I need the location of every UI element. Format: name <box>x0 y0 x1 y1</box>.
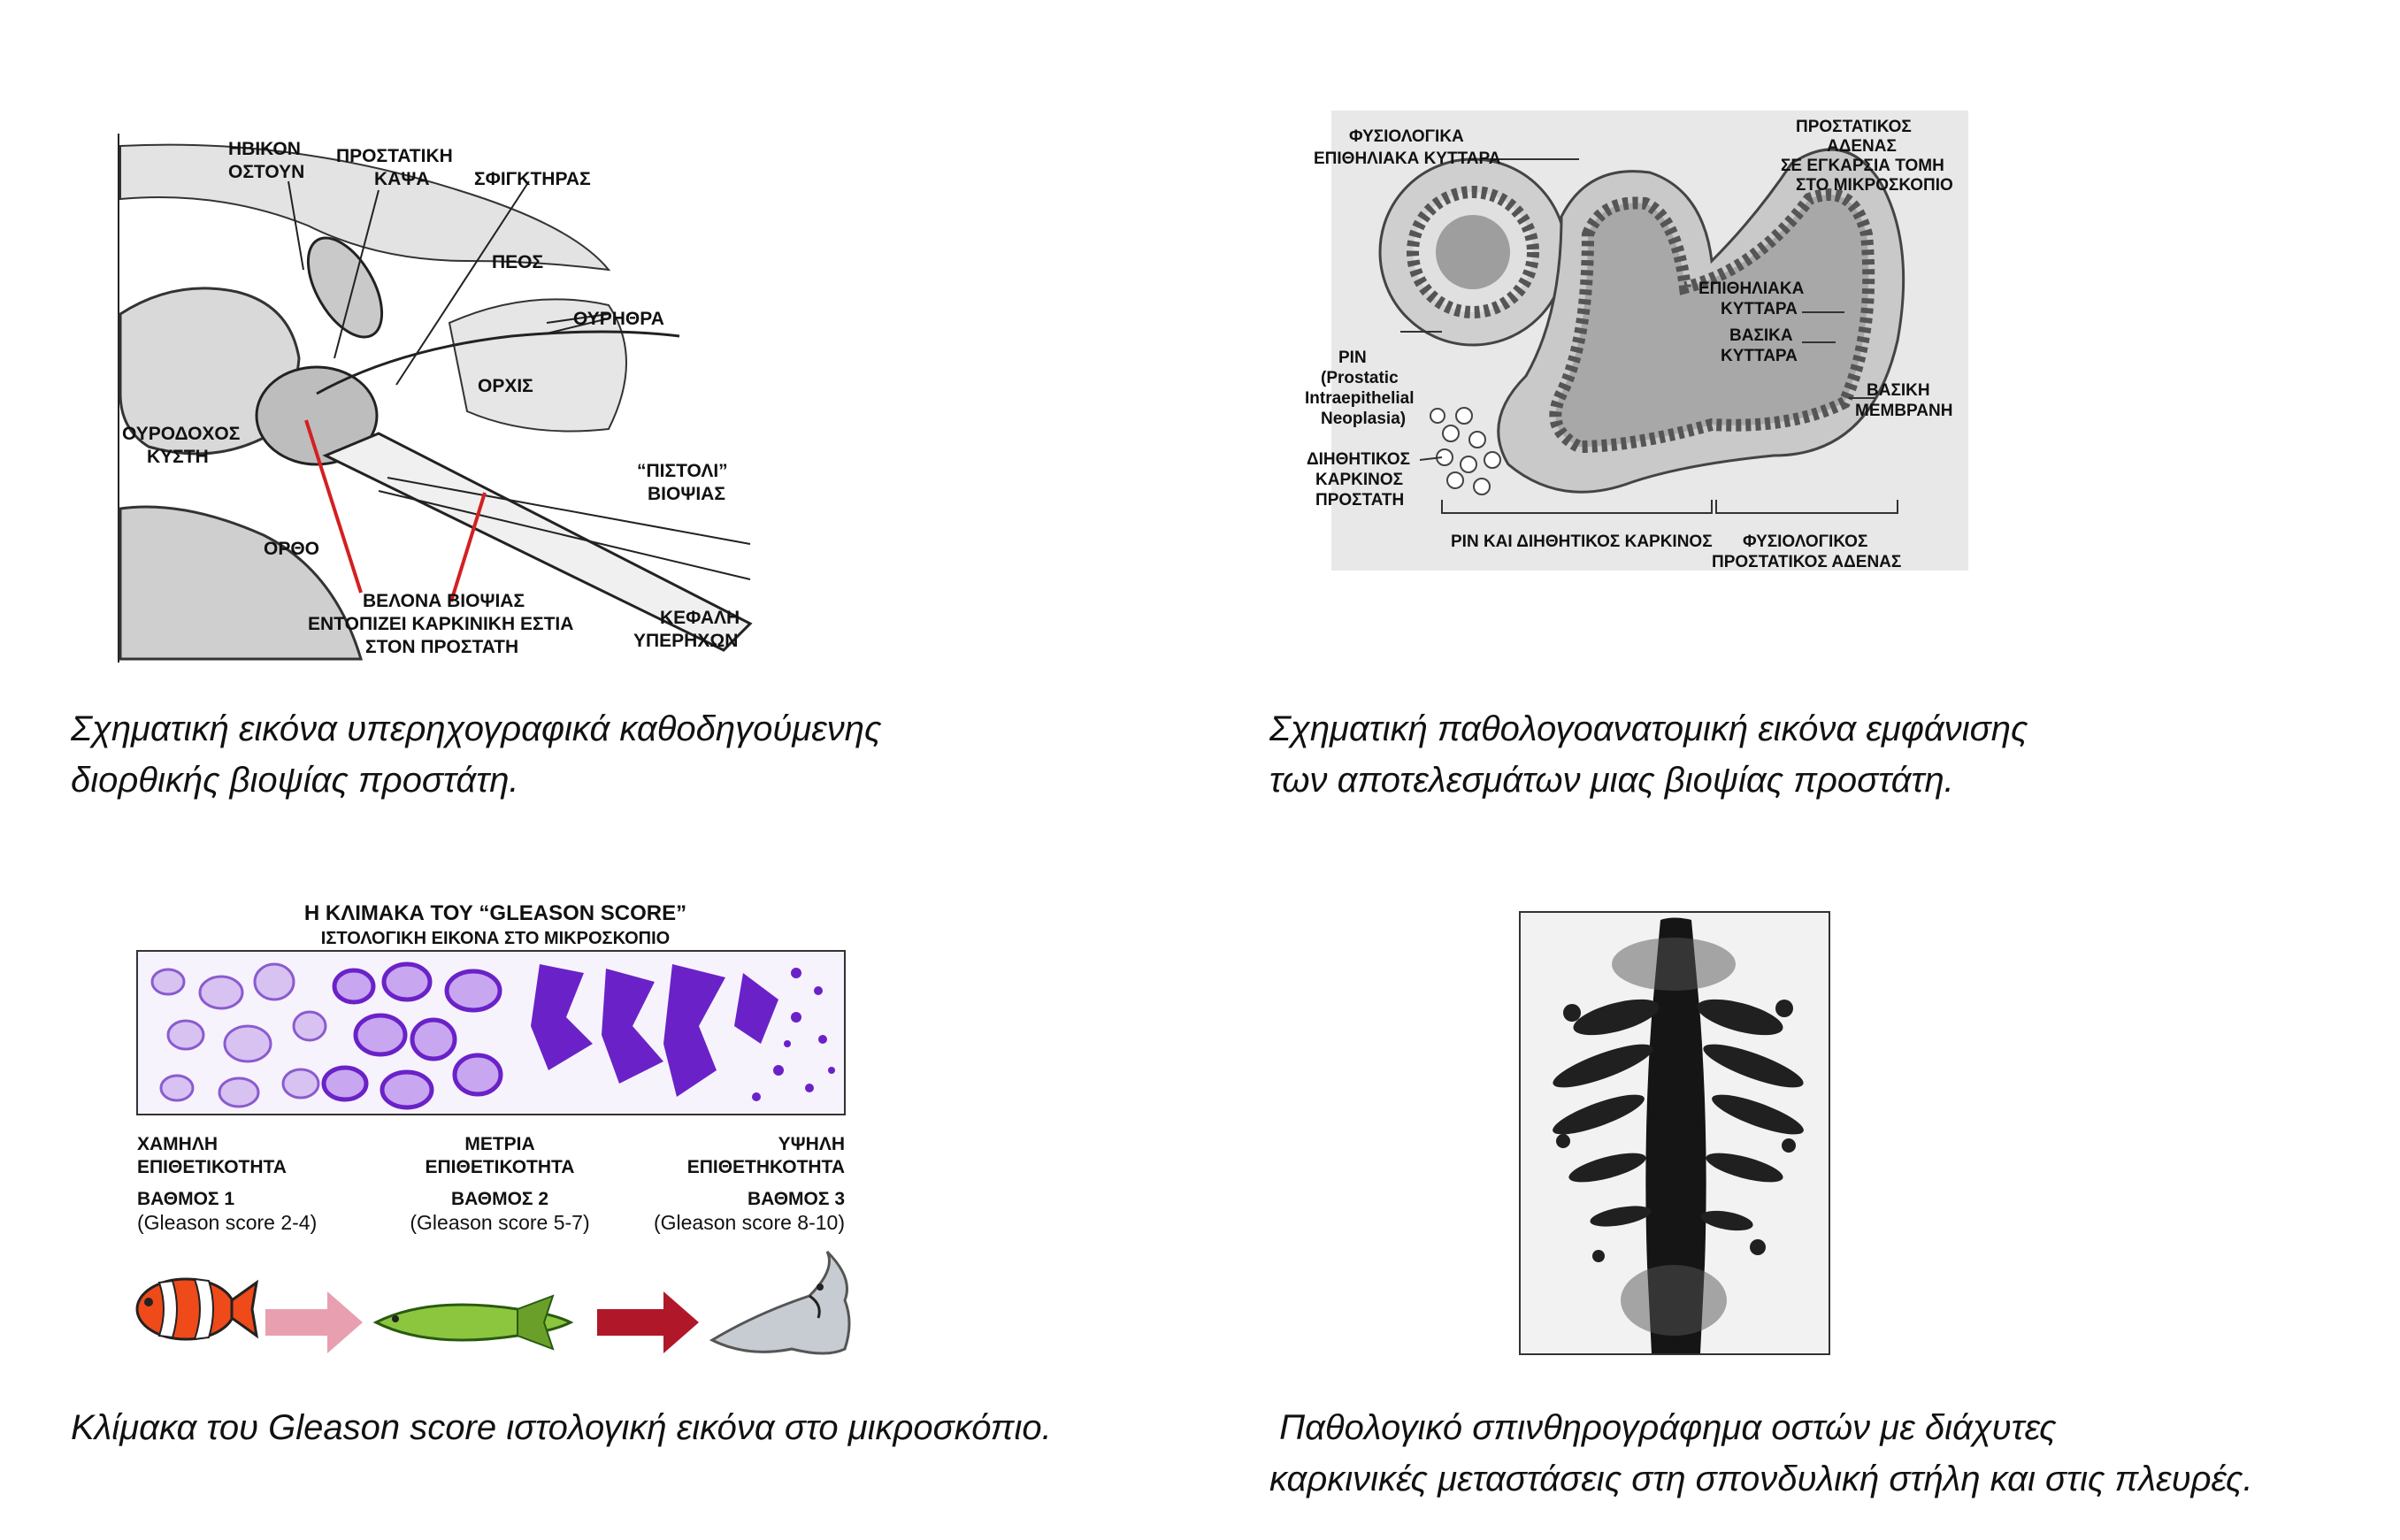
label-membrane-1: ΒΑΣΙΚΗ <box>1867 381 1930 400</box>
label-sfigktiras: ΣΦΙΓΚΤΗΡΑΣ <box>474 169 591 189</box>
clownfish-icon <box>135 1277 259 1341</box>
label-hviko-1: ΗΒΙΚΟΝ <box>228 139 301 159</box>
arrow-light-icon <box>265 1291 363 1353</box>
label-pin-4: Neoplasia) <box>1321 410 1406 428</box>
histology-cells-mid <box>321 962 503 1110</box>
pike-fish-icon <box>372 1294 574 1351</box>
label-bottom-left: ΡΙΝ ΚΑΙ ΔΙΗΘΗΤΙΚΟΣ ΚΑΡΚΙΝΟΣ <box>1451 532 1713 551</box>
caption-scan-line-1: Παθολογικό σπινθηρογράφημα οστών με διάχ… <box>1269 1408 2057 1447</box>
label-fysiol-1: ΦΥΣΙΟΛΟΓΙΚΑ <box>1349 127 1464 146</box>
label-kysti-1: ΟΥΡΟΔΟΧΟΣ <box>122 424 240 444</box>
label-epith-2: ΚΥΤΤΑΡΑ <box>1721 300 1798 318</box>
label-kysti-2: ΚΥΣΤΗ <box>147 447 209 467</box>
gleason-title-1: Η ΚΛΙΜΑΚΑ ΤΟΥ “GLEASON SCORE” <box>304 901 686 925</box>
label-pistoli-2: ΒΙΟΨΙΑΣ <box>648 484 725 504</box>
grade-1-score: (Gleason score 2-4) <box>137 1211 317 1234</box>
shark-icon <box>709 1250 851 1355</box>
caption-pathology: Σχηματική παθολογοανατομική εικόνα εμφάν… <box>1269 703 2028 806</box>
grade-2-aggr-2: ΕΠΙΘΕΤΙΚΟΤΗΤΑ <box>426 1157 575 1177</box>
label-adenas-1: ΠΡΟΣΤΑΤΙΚΟΣ <box>1796 118 1912 136</box>
gleason-scale-figure: Η ΚΛΙΜΑΚΑ ΤΟΥ “GLEASON SCORE” ΙΣΤΟΛΟΓΙΚΗ… <box>135 901 851 1355</box>
pathology-diagram: ΦΥΣΙΟΛΟΓΙΚΑ ΕΠΙΘΗΛΙΑΚΑ ΚΥΤΤΑΡΑ ΠΡΟΣΤΑΤΙΚ… <box>1305 111 1968 571</box>
grade-2-score: (Gleason score 5-7) <box>410 1211 589 1234</box>
arrow-dark-icon <box>597 1291 699 1353</box>
spine-shape <box>1645 917 1706 1353</box>
label-diith-1: ΔΙΗΘΗΤΙΚΟΣ <box>1307 450 1410 469</box>
caption-biopsy-line-2: διορθικής βιοψίας προστάτη. <box>71 761 519 800</box>
label-epith-1: ΕΠΙΘΗΛΙΑΚΑ <box>1698 280 1805 298</box>
label-fysiol-2: ΕΠΙΘΗΛΙΑΚΑ ΚΥΤΤΑΡΑ <box>1314 149 1501 168</box>
prostate-shape <box>255 365 379 466</box>
label-membrane-2: ΜΕΜΒΡΑΝΗ <box>1855 402 1952 420</box>
caption-gleason: Κλίμακα του Gleason score ιστολογική εικ… <box>71 1402 1052 1453</box>
rectum-shape <box>119 505 364 661</box>
label-diith-3: ΠΡΟΣΤΑΤΗ <box>1315 491 1404 510</box>
gleason-title-2: ΙΣΤΟΛΟΓΙΚΗ ΕΙΚΟΝΑ ΣΤΟ ΜΙΚΡΟΣΚΟΠΙΟ <box>321 929 670 948</box>
label-ourithra: ΟΥΡΗΘΡΑ <box>573 309 664 329</box>
label-bottom-right-1: ΦΥΣΙΟΛΟΓΙΚΟΣ <box>1743 532 1867 551</box>
label-adenas-2: ΑΔΕΝΑΣ <box>1827 137 1897 156</box>
label-diith-2: ΚΑΡΚΙΝΟΣ <box>1315 471 1403 489</box>
label-pin-1: ΡΙΝ <box>1338 349 1367 367</box>
label-peos: ΠΕΟΣ <box>492 252 543 272</box>
label-adenas-4: ΣΤΟ ΜΙΚΡΟΣΚΟΠΙΟ <box>1796 176 1953 195</box>
label-pin-2: (Prostatic <box>1321 369 1399 387</box>
pubic-bone-shape <box>306 236 384 339</box>
label-vasika-1: ΒΑΣΙΚΑ <box>1729 326 1793 345</box>
label-ortho: ΟΡΘΟ <box>264 539 319 559</box>
caption-biopsy: Σχηματική εικόνα υπερηχογραφικά καθοδηγο… <box>71 703 881 806</box>
histology-cells-low <box>150 962 327 1108</box>
caption-gleason-line-1: Κλίμακα του Gleason score ιστολογική εικ… <box>71 1408 1052 1447</box>
label-hviko-2: ΟΣΤΟΥΝ <box>228 162 304 182</box>
label-velona-2: ΕΝΤΟΠΙΖΕΙ ΚΑΡΚΙΝΙΚΗ ΕΣΤΙΑ <box>308 614 573 634</box>
label-velona-3: ΣΤΟΝ ΠΡΟΣΤΑΤΗ <box>365 637 518 657</box>
biopsy-diagram: ΗΒΙΚΟΝ ΟΣΤΟΥΝ ΠΡΟΣΤΑΤΙΚΗ ΚΑΨΑ ΣΦΙΓΚΤΗΡΑΣ… <box>118 134 753 663</box>
label-velona-1: ΒΕΛΟΝΑ ΒΙΟΨΙΑΣ <box>363 591 525 611</box>
caption-pathology-line-1: Σχηματική παθολογοανατομική εικόνα εμφάν… <box>1269 709 2028 748</box>
label-pin-3: Intraepithelial <box>1305 389 1415 408</box>
grade-1-aggr-1: ΧΑΜΗΛΗ <box>137 1134 218 1154</box>
grade-2-label: ΒΑΘΜΟΣ 2 <box>451 1189 548 1209</box>
caption-scan-line-2: καρκινικές μεταστάσεις στη σπονδυλική στ… <box>1269 1460 2253 1498</box>
grade-1-label: ΒΑΘΜΟΣ 1 <box>137 1189 234 1209</box>
ultrasound-probe-shape <box>322 432 753 652</box>
grade-1-aggr-2: ΕΠΙΘΕΤΙΚΟΤΗΤΑ <box>137 1157 287 1177</box>
label-vasika-2: ΚΥΤΤΑΡΑ <box>1721 347 1798 365</box>
grade-3-aggr-1: ΥΨΗΛΗ <box>778 1134 845 1154</box>
biopsy-needle-line <box>304 419 363 594</box>
label-orxis: ΟΡΧΙΣ <box>478 376 533 396</box>
label-kefali-1: ΚΕΦΑΛΗ <box>660 608 740 628</box>
bone-scan-image <box>1519 911 1830 1355</box>
label-kefali-2: ΥΠΕΡΗΧΩΝ <box>633 631 738 651</box>
grade-3-label: ΒΑΘΜΟΣ 3 <box>748 1189 845 1209</box>
grade-3-score: (Gleason score 8-10) <box>654 1211 845 1234</box>
label-bottom-right-2: ΠΡΟΣΤΑΤΙΚΟΣ ΑΔΕΝΑΣ <box>1712 553 1901 571</box>
grade-3-aggr-2: ΕΠΙΘΕΤΗΚΟΤΗΤΑ <box>687 1157 845 1177</box>
grade-2-aggr-1: ΜΕΤΡΙΑ <box>464 1134 534 1154</box>
label-kapsa-2: ΚΑΨΑ <box>374 169 430 189</box>
histology-cells-high <box>531 964 835 1101</box>
label-kapsa-1: ΠΡΟΣΤΑΤΙΚΗ <box>336 146 453 166</box>
label-pistoli-1: “ΠΙΣΤΟΛΙ” <box>637 461 728 481</box>
caption-biopsy-line-1: Σχηματική εικόνα υπερηχογραφικά καθοδηγο… <box>71 709 882 748</box>
rib-hotspots <box>1553 999 1804 1262</box>
caption-scan: Παθολογικό σπινθηρογράφημα οστών με διάχ… <box>1269 1402 2253 1505</box>
caption-pathology-line-2: των αποτελεσμάτων μιας βιοψίας προστάτη. <box>1269 761 1954 800</box>
label-adenas-3: ΣΕ ΕΓΚΑΡΣΙΑ ΤΟΜΗ <box>1781 157 1944 175</box>
